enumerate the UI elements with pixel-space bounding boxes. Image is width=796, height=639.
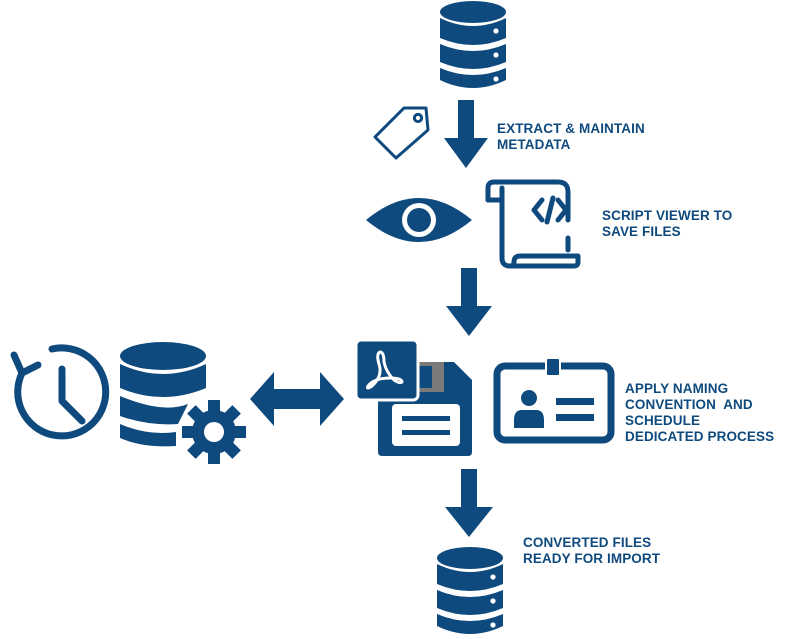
- source-database-icon: [438, 0, 508, 92]
- extract-metadata-label-line: EXTRACT & MAINTAIN: [497, 121, 645, 136]
- down-arrow-2: [446, 268, 492, 336]
- naming-convention-label-line: SCHEDULE: [625, 413, 701, 428]
- script-viewer-label: SCRIPT VIEWER TO SAVE FILES: [602, 208, 732, 240]
- script-viewer-label-line: SCRIPT VIEWER TO: [602, 208, 733, 223]
- down-arrow-1: [444, 100, 488, 168]
- clock-history-icon: [8, 343, 110, 443]
- down-arrow-3: [445, 469, 493, 537]
- code-scroll-icon: [484, 178, 584, 274]
- converted-files-label-line: CONVERTED FILES: [523, 535, 652, 550]
- converted-files-database-icon: [435, 546, 505, 638]
- database-gear-icon: [118, 340, 248, 465]
- id-card-icon: [492, 357, 616, 446]
- pdf-floppy-group: [354, 338, 476, 458]
- naming-convention-label-line: DEDICATED PROCESS: [625, 429, 775, 444]
- naming-convention-label-line: CONVENTION AND: [625, 397, 753, 412]
- script-viewer-label-line: SAVE FILES: [602, 224, 681, 239]
- naming-convention-label: APPLY NAMING CONVENTION AND SCHEDULE DED…: [625, 381, 774, 445]
- extract-metadata-label: EXTRACT & MAINTAIN METADATA: [497, 121, 645, 153]
- converted-files-label: CONVERTED FILES READY FOR IMPORT: [523, 535, 660, 567]
- naming-convention-label-line: APPLY NAMING: [625, 381, 729, 396]
- bidirectional-arrow: [250, 372, 344, 426]
- pdf-icon: [354, 338, 420, 402]
- converted-files-label-line: READY FOR IMPORT: [523, 551, 661, 566]
- eye-icon: [366, 190, 472, 250]
- extract-metadata-label-line: METADATA: [497, 137, 571, 152]
- tag-icon: [372, 104, 432, 160]
